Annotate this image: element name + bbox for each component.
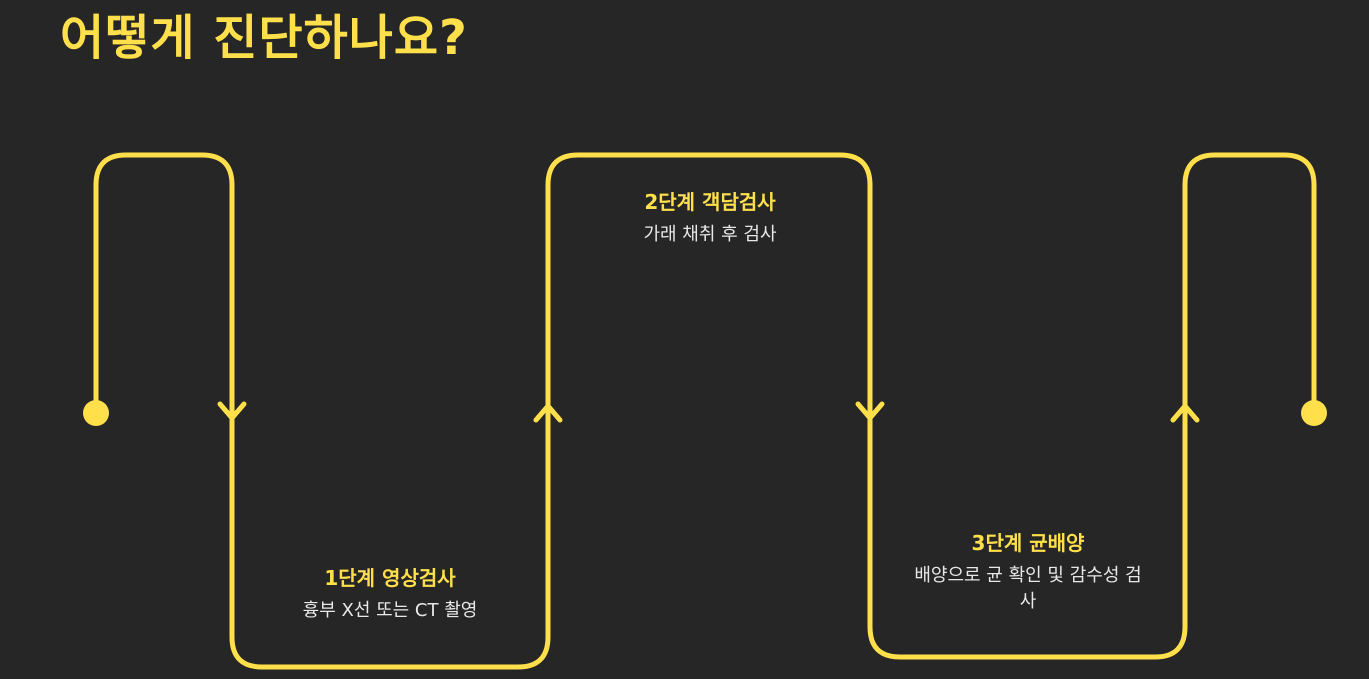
arrow-down-icon: [855, 401, 885, 421]
arrow-up-icon: [533, 403, 563, 423]
flow-line: [93, 152, 1317, 670]
page-title: 어떻게 진단하나요?: [60, 10, 468, 66]
arrow-down-icon: [217, 401, 247, 421]
step-1: 1단계 영상검사 흉부 X선 또는 CT 촬영: [250, 564, 530, 624]
step-1-title: 1단계 영상검사: [324, 566, 456, 590]
step-3: 3단계 균배양 배양으로 균 확인 및 감수성 검사: [912, 529, 1144, 615]
step-2: 2단계 객담검사 가래 채취 후 검사: [570, 188, 850, 248]
step-3-description: 배양으로 균 확인 및 감수성 검사: [914, 565, 1142, 612]
arrow-up-icon: [1170, 403, 1200, 423]
step-2-description: 가래 채취 후 검사: [643, 224, 777, 245]
step-1-description: 흉부 X선 또는 CT 촬영: [302, 600, 478, 621]
start-dot: [83, 400, 109, 426]
step-3-title: 3단계 균배양: [971, 531, 1085, 555]
end-dot: [1301, 400, 1327, 426]
step-2-title: 2단계 객담검사: [644, 190, 776, 214]
